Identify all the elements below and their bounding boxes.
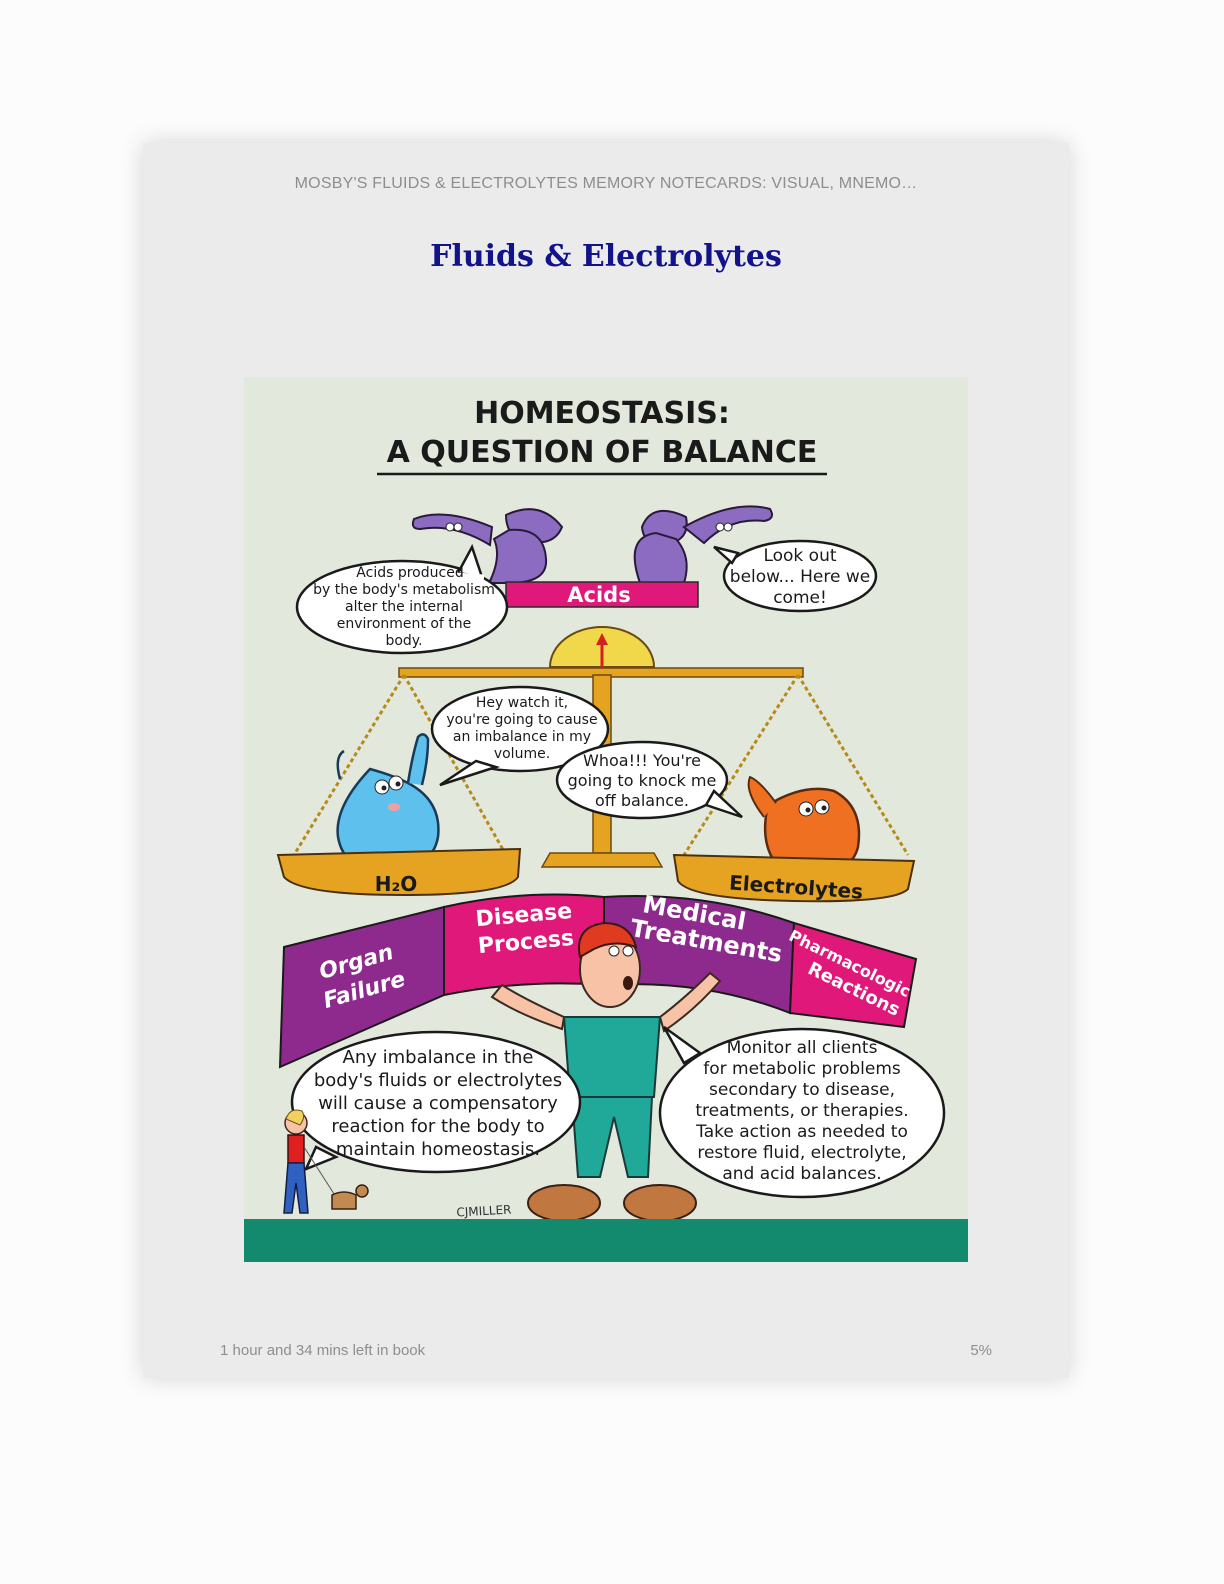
h2o-label: H₂O xyxy=(375,872,418,896)
banner-disease-process: Disease Process xyxy=(443,893,605,997)
bubble-lookout-line2: below... Here we xyxy=(730,567,870,587)
scale-chains-left xyxy=(292,674,508,856)
bubble-monitor-line3: secondary to disease, xyxy=(709,1080,895,1100)
artist-signature: CJMILLER xyxy=(456,1203,512,1220)
bubble-water-line2: you're going to cause xyxy=(446,712,597,728)
time-left-status: 1 hour and 34 mins left in book xyxy=(220,1342,426,1359)
ground xyxy=(244,1219,968,1262)
h2o-pan xyxy=(276,847,522,897)
progress-percent: 5% xyxy=(970,1342,992,1359)
bubble-electrolyte-line1: Whoa!!! You're xyxy=(583,751,701,770)
bubble-electrolyte: Whoa!!! You're going to knock me off bal… xyxy=(555,740,743,820)
bubble-electrolyte-line2: going to knock me xyxy=(568,771,717,790)
woman-with-dog xyxy=(283,1109,369,1214)
bubble-monitor-line2: for metabolic problems xyxy=(703,1059,901,1079)
bubble-imbalance-line1: Any imbalance in the xyxy=(343,1047,534,1068)
bubble-acids-line1: Acids produced xyxy=(356,565,463,581)
bubble-water-line3: an imbalance in my xyxy=(453,729,591,745)
bubble-lookout-line1: Look out xyxy=(763,546,836,566)
bubble-acids: Acids produced by the body's metabolism … xyxy=(295,543,509,655)
bubble-monitor-line5: Take action as needed to xyxy=(695,1122,908,1142)
bubble-water-line4: volume. xyxy=(494,746,550,762)
bubble-monitor-line4: treatments, or therapies. xyxy=(695,1101,908,1121)
scale-gauge xyxy=(548,626,656,668)
bubble-acids-line3: alter the internal xyxy=(345,599,463,615)
cartoon-title-line1: HOMEOSTASIS: xyxy=(474,396,730,431)
electrolytes-pan xyxy=(672,853,916,903)
acids-label: Acids xyxy=(567,583,630,607)
chapter-title: Fluids & Electrolytes xyxy=(430,239,782,274)
scale-chains-right xyxy=(682,674,910,856)
running-head: MOSBY'S FLUIDS & ELECTROLYTES MEMORY NOT… xyxy=(294,175,918,192)
bubble-water-line1: Hey watch it, xyxy=(476,695,568,711)
bubble-monitor-line1: Monitor all clients xyxy=(727,1038,878,1058)
acids-platform xyxy=(505,581,699,608)
bubble-water: Hey watch it, you're going to cause an i… xyxy=(430,685,610,787)
homeostasis-cartoon: HOMEOSTASIS: A QUESTION OF BALANCE Acids xyxy=(244,377,968,1262)
bubble-electrolyte-line3: off balance. xyxy=(595,791,689,810)
banner-organ-failure: Organ Failure xyxy=(278,905,445,1069)
bubble-lookout: Look out below... Here we come! xyxy=(713,539,878,613)
bubble-monitor-line7: and acid balances. xyxy=(722,1164,881,1184)
scale-base xyxy=(540,852,664,868)
bubble-imbalance: Any imbalance in the body's fluids or el… xyxy=(290,1030,582,1174)
bubble-monitor-line6: restore fluid, electrolyte, xyxy=(697,1143,906,1163)
acid-character-right xyxy=(633,505,773,584)
bubble-imbalance-line2: body's fluids or electrolytes xyxy=(314,1070,562,1091)
nurse-character xyxy=(490,921,722,1222)
bubble-imbalance-line5: maintain homeostasis. xyxy=(336,1139,540,1160)
bubble-acids-line2: by the body's metabolism xyxy=(313,582,495,598)
bubble-acids-line4: environment of the xyxy=(337,616,472,632)
bubble-monitor: Monitor all clients for metabolic proble… xyxy=(658,1025,946,1199)
bubble-lookout-line3: come! xyxy=(773,588,827,608)
bubble-acids-line5: body. xyxy=(385,633,422,649)
book-page: MOSBY'S FLUIDS & ELECTROLYTES MEMORY NOT… xyxy=(143,143,1069,1378)
water-character xyxy=(336,733,440,873)
cartoon-title-line2: A QUESTION OF BALANCE xyxy=(387,435,818,470)
bubble-imbalance-line4: reaction for the body to xyxy=(331,1116,544,1137)
bubble-imbalance-line3: will cause a compensatory xyxy=(318,1093,558,1114)
acid-character-left xyxy=(411,508,564,584)
